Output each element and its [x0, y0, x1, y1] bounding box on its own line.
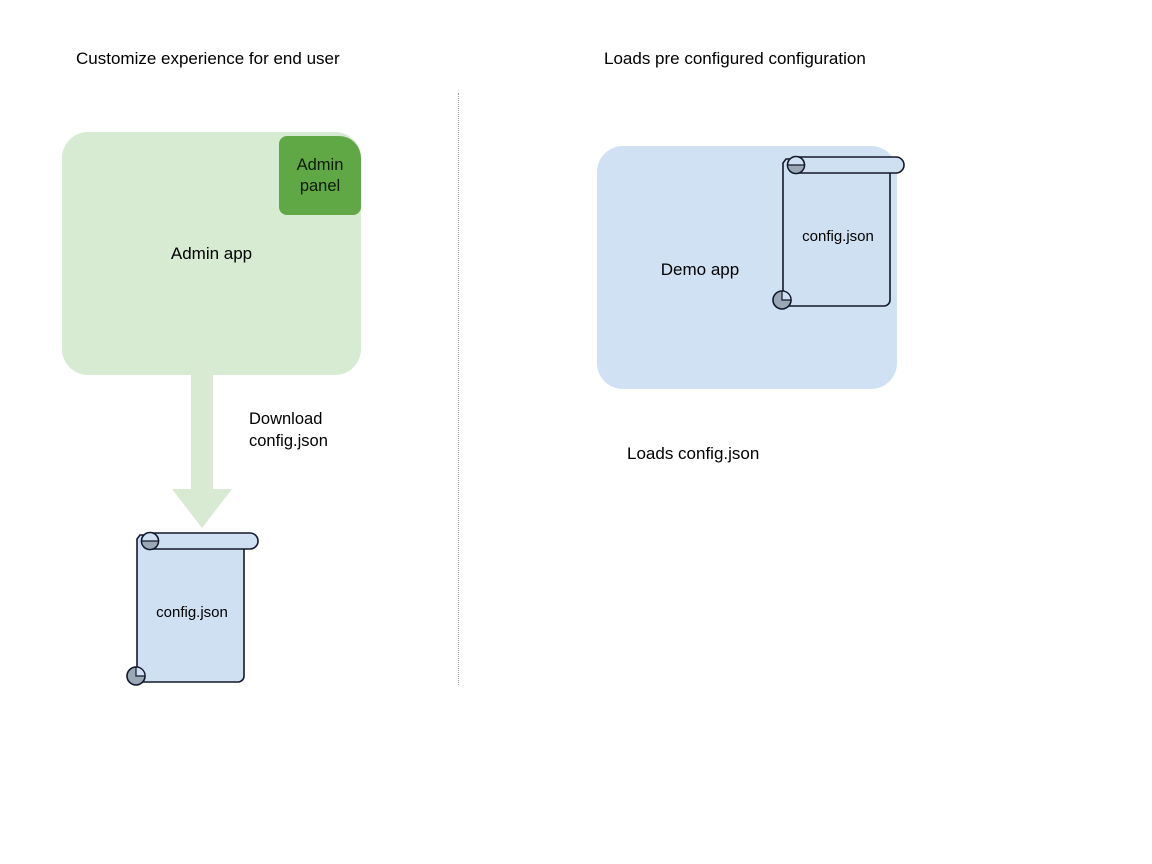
download-arrow-label-line1: Download	[249, 410, 323, 428]
admin-panel-label-line1: Admin	[296, 155, 344, 174]
config-json-document-right[interactable]	[772, 155, 905, 310]
document-top-roll	[787, 156, 905, 174]
vertical-dotted-divider	[458, 93, 459, 685]
document-top-curl-fill	[786, 164, 806, 175]
loads-config-label: Loads config.json	[627, 444, 760, 463]
download-arrow-label: Download config.json	[249, 408, 328, 452]
config-json-label-left: config.json	[156, 604, 228, 621]
admin-panel-label: Admin panel	[297, 155, 344, 197]
demo-app-label: Demo app	[660, 260, 740, 279]
config-json-label-right: config.json	[802, 228, 874, 245]
admin-panel-box[interactable]: Admin panel	[279, 136, 361, 215]
download-arrow-icon	[172, 360, 232, 528]
left-panel-title: Customize experience for end user	[76, 49, 340, 68]
document-bottom-curl-notch	[135, 666, 146, 677]
right-panel-title: Loads pre configured configuration	[604, 49, 866, 68]
download-arrow-label-line2: config.json	[249, 432, 328, 450]
document-top-curl-fill	[140, 540, 160, 551]
admin-panel-label-line2: panel	[299, 176, 341, 195]
config-json-document-left[interactable]	[126, 531, 259, 686]
document-top-roll	[141, 532, 259, 550]
document-bottom-curl-notch	[781, 290, 792, 301]
admin-app-label: Admin app	[170, 244, 253, 263]
